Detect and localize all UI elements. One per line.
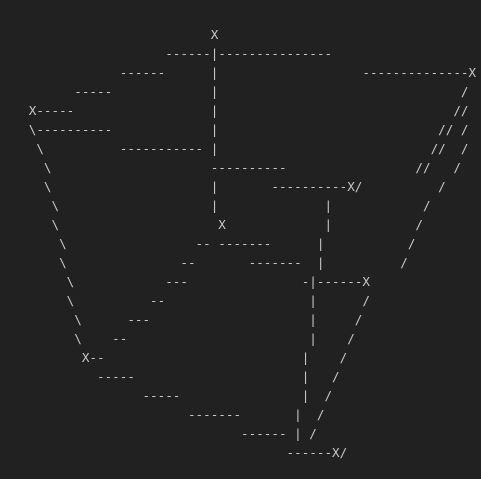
ascii-line: \---------- | // / [6, 122, 469, 137]
ascii-art-block: X ------|--------------- ------ | ------… [6, 25, 476, 462]
ascii-line: \ | ----------X/ / [6, 179, 446, 194]
ascii-line: \ -- ------- | / [6, 255, 408, 270]
ascii-line: ------ | / [6, 426, 317, 441]
ascii-line: ----- | / [6, 84, 469, 99]
ascii-line: \ --- -|------X [6, 274, 370, 289]
ascii-line: \ -- ------- | / [6, 236, 416, 251]
ascii-line: \ -- | / [6, 331, 355, 346]
ascii-line: \ ----------- | // / [6, 141, 469, 156]
ascii-line: ------X/ [6, 445, 348, 460]
ascii-line: ------|--------------- [6, 46, 333, 61]
ascii-line: X-- | / [6, 350, 348, 365]
ascii-line: \ X | / [6, 217, 424, 232]
ascii-line: \ ---------- // / [6, 160, 461, 175]
ascii-line: \ -- | / [6, 293, 370, 308]
ascii-line: X----- | // [6, 103, 469, 118]
ascii-line: \ | | / [6, 198, 431, 213]
ascii-line: ----- | / [6, 388, 333, 403]
ascii-line: ----- | / [6, 369, 340, 384]
ascii-line: X [6, 27, 219, 42]
ascii-line: ------- | / [6, 407, 325, 422]
ascii-line: \ --- | / [6, 312, 363, 327]
ascii-line: ------ | --------------X [6, 65, 477, 80]
